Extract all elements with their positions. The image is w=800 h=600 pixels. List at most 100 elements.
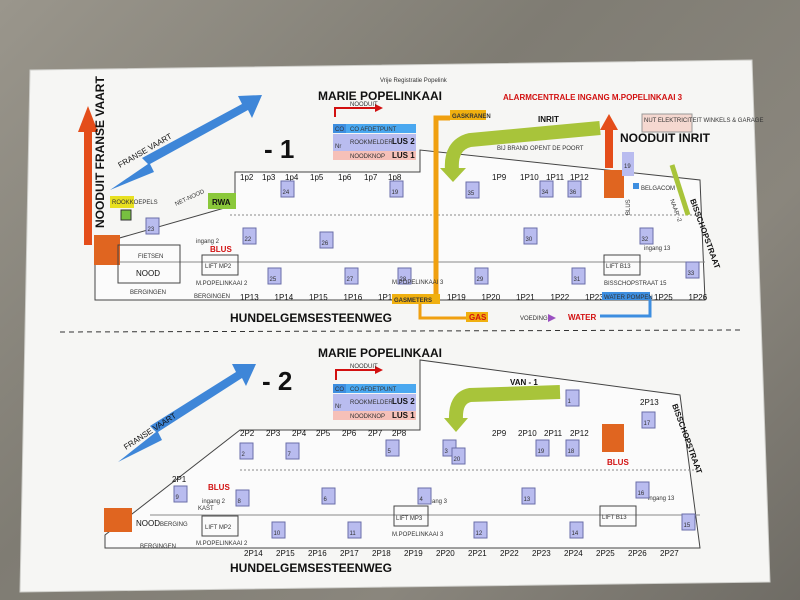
franse-vaart-arrow <box>110 95 262 190</box>
legend-nooduit-2: NOODUIT <box>350 364 378 370</box>
spot-2p22: 2P22 <box>500 549 519 558</box>
fietsen-label-1: FIETSEN <box>138 254 163 260</box>
detector-32-level1: 32 <box>642 237 649 243</box>
detector-3-level2: 3 <box>445 449 449 455</box>
detector-13-level2: 13 <box>524 497 531 503</box>
spot-2p19: 2P19 <box>404 549 423 558</box>
spot-1p4: 1p4 <box>285 173 299 182</box>
detector-18-level2-box <box>565 439 580 457</box>
detector-19-level1-box <box>389 180 404 198</box>
spot-2p8: 2P8 <box>392 429 407 438</box>
detector-31-level1-box <box>571 267 586 285</box>
detector-6-level2: 6 <box>324 497 328 503</box>
detector-17-level2-box <box>641 411 656 429</box>
spot-2p3: 2P3 <box>266 429 281 438</box>
ingang13-label-1: ingang 13 <box>644 246 671 252</box>
detector-20-level2: 20 <box>454 457 461 463</box>
level-minus-1-plan: MARIE POPELINKAAI Vrije Registratie Pope… <box>78 76 763 325</box>
belgacom-label: BELGACOM <box>641 186 675 192</box>
naar-2-arrow <box>669 164 691 216</box>
voeding-label: VOEDING <box>520 316 548 322</box>
popelinkaai2-label-2: M.POPELINKAAI 2 <box>196 541 248 547</box>
spot-2p14: 2P14 <box>244 549 263 558</box>
legend-lus1-2: LUS 1 <box>392 411 415 420</box>
detector-8-level2-box <box>235 489 250 507</box>
blus-label-1: BLUS <box>210 245 232 254</box>
water-label: WATER <box>568 313 597 322</box>
legend-co-code: CO <box>335 127 344 133</box>
gasmeters-box <box>392 294 440 304</box>
detector-35-level1: 35 <box>468 191 475 197</box>
detector-27-level1-box <box>344 267 359 285</box>
legend-level-1: NOODUIT CO CO AFDETPUNT Nr ROOKMELDER LU… <box>333 102 416 160</box>
nooduit-franse-vaart-label: NOODUIT FRANSE VAART <box>93 76 107 228</box>
detector-24-level1-box <box>280 180 295 198</box>
spot-2p6: 2P6 <box>342 429 357 438</box>
spot-2p24: 2P24 <box>564 549 583 558</box>
detector-12-level2: 12 <box>476 531 483 537</box>
legend-lus1: LUS 1 <box>392 151 415 160</box>
detector-26-level1: 26 <box>322 241 329 247</box>
spot-1p22: 1P22 <box>551 293 570 302</box>
legend-noodknop: NOODKNOP <box>350 154 385 160</box>
spot-1p6: 1p6 <box>338 173 352 182</box>
legend-rookmelder-2: ROOKMELDER <box>350 400 393 406</box>
inrit-label: INRIT <box>538 115 559 124</box>
detector-7-level2: 7 <box>288 452 292 458</box>
spot-2p21: 2P21 <box>468 549 487 558</box>
street-top-label-2: MARIE POPELINKAAI <box>318 346 442 360</box>
legend-rookmelder: ROOKMELDER <box>350 140 393 146</box>
van-1-arrow <box>448 385 561 421</box>
spot-2p27: 2P27 <box>660 549 679 558</box>
legend-level-2: NOODUIT CO CO AFDETPUNT Nr ROOKMELDER LU… <box>333 364 416 420</box>
gaskranen-box <box>450 110 486 120</box>
detector-30-level1: 30 <box>526 237 533 243</box>
popelinkaai3-label-2: M.POPELINKAAI 3 <box>392 532 444 538</box>
legend-lus2-2: LUS 2 <box>392 397 415 406</box>
stairwell-right-2 <box>602 424 624 452</box>
gas-box <box>466 312 488 322</box>
detector-1-level2: 1 <box>568 399 572 405</box>
detector-23-level1: 23 <box>148 227 155 233</box>
stairwell-right-1 <box>604 170 624 198</box>
berging-label: BERGING <box>160 522 188 528</box>
detector-14-level2: 14 <box>572 531 579 537</box>
detector-16-level2-box <box>635 481 650 499</box>
van-1-label: VAN - 1 <box>510 378 538 387</box>
detector-35-level1-box <box>465 181 480 199</box>
spot-2p13: 2P13 <box>640 398 659 407</box>
ingang2-label-2: ingang 2 <box>202 499 226 505</box>
legend-co-swatch <box>333 124 346 133</box>
detector-24-level1: 24 <box>283 190 290 196</box>
spot-2p17: 2P17 <box>340 549 359 558</box>
popelinkaai3-label-1: M.POPELINKAAI 3 <box>392 280 444 286</box>
spot-1p2: 1p2 <box>240 173 254 182</box>
spot-2p9: 2P9 <box>492 429 507 438</box>
street-bottom-label-2: HUNDELGEMSESTEENWEG <box>230 561 392 575</box>
spot-2p18: 2P18 <box>372 549 391 558</box>
inrit-arrow <box>444 121 601 171</box>
detector-1-level2-box <box>565 389 580 407</box>
detector-30-level1-box <box>523 227 538 245</box>
spot-1p5: 1p5 <box>310 173 324 182</box>
detector-15-level2: 15 <box>684 523 691 529</box>
top-note: Vrije Registratie Popelink <box>380 78 448 84</box>
kast-label: KAST <box>198 506 214 512</box>
spot-2p4: 2P4 <box>292 429 307 438</box>
detector-9-level2: 9 <box>176 495 180 501</box>
spot-2p5: 2P5 <box>316 429 331 438</box>
elektriciteit-label: NUT ELEKTRICITEIT WINKELS & GARAGE <box>644 118 763 124</box>
legend-nr: Nr <box>335 144 341 150</box>
spot-2p1: 2P1 <box>172 475 187 484</box>
legend-co-label-2: CO AFDETPUNT <box>350 387 397 393</box>
spot-1p10: 1P10 <box>520 173 539 182</box>
detector-33-level1-box <box>685 261 700 279</box>
detector-28-level1-box <box>397 267 412 285</box>
gasmeters-label: GASMETERS <box>394 298 432 304</box>
legend-lus2: LUS 2 <box>392 137 415 146</box>
spot-2p12: 2P12 <box>570 429 589 438</box>
lift-b13-label-2: LIFT B13 <box>602 515 627 521</box>
blus-label-1-right: BLUS <box>626 199 632 215</box>
